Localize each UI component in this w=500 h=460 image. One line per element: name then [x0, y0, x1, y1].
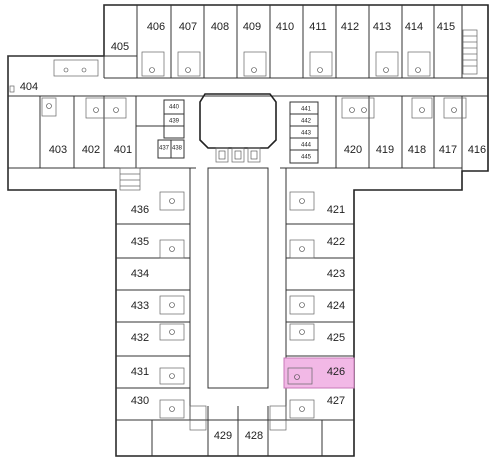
room-label-445: 445: [301, 155, 312, 161]
room-label-424: 424: [327, 300, 345, 312]
room-label-404: 404: [20, 81, 38, 93]
room-label-401: 401: [114, 144, 132, 156]
room-label-422: 422: [327, 236, 345, 248]
room-label-441: 441: [301, 107, 312, 113]
bottom-rooms-walls: [151, 405, 323, 456]
room-label-413: 413: [373, 21, 391, 33]
room-label-408: 408: [211, 21, 229, 33]
room-label-402: 402: [82, 144, 100, 156]
room-label-406: 406: [147, 21, 165, 33]
room-label-409: 409: [243, 21, 261, 33]
room-426-highlight[interactable]: [283, 357, 355, 389]
room-label-419: 419: [376, 144, 394, 156]
room-label-427: 427: [327, 395, 345, 407]
room-label-418: 418: [408, 144, 426, 156]
room-label-438: 438: [172, 146, 183, 152]
room-label-425: 425: [327, 332, 345, 344]
room-label-420: 420: [344, 144, 362, 156]
top-row-walls: [103, 5, 478, 78]
room-label-432: 432: [131, 332, 149, 344]
room-label-440: 440: [169, 105, 180, 111]
central-atrium: [199, 93, 277, 389]
small-rooms-right: [289, 101, 319, 164]
room-label-437: 437: [159, 146, 170, 152]
right-wing-walls: [335, 96, 467, 171]
room-label-414: 414: [405, 21, 423, 33]
room-label-410: 410: [276, 21, 294, 33]
room-label-426: 426: [327, 366, 345, 378]
room-label-435: 435: [131, 236, 149, 248]
room-label-421: 421: [327, 204, 345, 216]
room-label-428: 428: [245, 430, 263, 442]
room-label-429: 429: [214, 430, 232, 442]
room-label-416: 416: [468, 144, 486, 156]
room-label-405: 405: [111, 41, 129, 53]
room-label-439: 439: [169, 119, 180, 125]
room-label-430: 430: [131, 395, 149, 407]
left-wing-walls: [7, 55, 137, 190]
room-labels: 404 405 406 407 408 409 410 411 412 413 …: [20, 21, 486, 442]
room-label-442: 442: [301, 119, 312, 125]
room-label-444: 444: [301, 143, 312, 149]
room-label-411: 411: [309, 21, 327, 33]
room-label-407: 407: [179, 21, 197, 33]
room-label-423: 423: [327, 268, 345, 280]
room-label-415: 415: [437, 21, 455, 33]
room-label-403: 403: [49, 144, 67, 156]
room-label-434: 434: [131, 268, 149, 280]
south-left-walls: [115, 167, 354, 456]
room-label-417: 417: [439, 144, 457, 156]
room-label-412: 412: [341, 21, 359, 33]
room-label-436: 436: [131, 204, 149, 216]
room-label-443: 443: [301, 131, 312, 137]
small-rooms-left: [136, 99, 185, 159]
room-label-433: 433: [131, 300, 149, 312]
room-label-431: 431: [131, 366, 149, 378]
